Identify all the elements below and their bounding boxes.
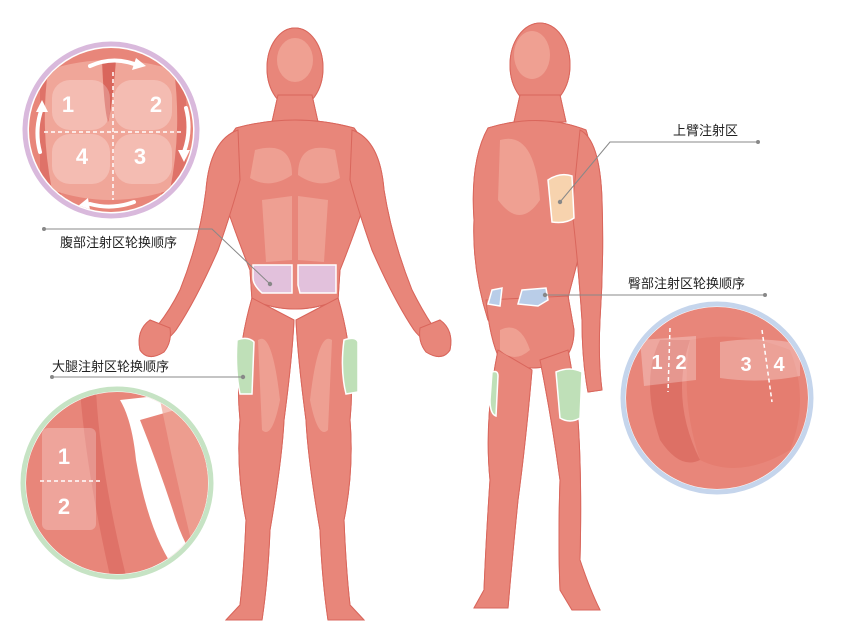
back-thigh-zone-left bbox=[489, 370, 499, 418]
back-thigh-zone-right bbox=[555, 368, 583, 422]
abdomen-num-2: 2 bbox=[150, 92, 162, 117]
buttock-num-1: 1 bbox=[651, 352, 662, 374]
abdomen-zone-right bbox=[297, 264, 337, 294]
upper-arm-zone bbox=[547, 173, 575, 224]
thigh-num-1: 1 bbox=[58, 444, 70, 469]
upper-arm-label: 上臂注射区 bbox=[673, 123, 739, 138]
buttock-zoom-circle: 1 2 3 4 bbox=[620, 301, 814, 495]
abdomen-zone-left bbox=[252, 264, 293, 294]
abdomen-zoom-circle: 1 2 3 4 bbox=[22, 41, 200, 219]
abdomen-num-4: 4 bbox=[76, 144, 89, 169]
thigh-zone-left bbox=[235, 337, 255, 395]
buttock-num-4: 4 bbox=[773, 354, 785, 376]
abdomen-rotation-label: 腹部注射区轮换顺序 bbox=[60, 235, 178, 250]
thigh-num-2: 2 bbox=[58, 494, 70, 519]
front-body-figure bbox=[139, 28, 451, 620]
buttock-rotation-label: 臀部注射区轮换顺序 bbox=[628, 276, 746, 291]
callout-lines bbox=[44, 141, 765, 378]
buttock-num-3: 3 bbox=[740, 354, 751, 376]
abdomen-num-3: 3 bbox=[134, 144, 146, 169]
thigh-zoom-circle: 1 2 bbox=[20, 386, 214, 580]
thigh-zone-right bbox=[341, 337, 359, 395]
buttock-num-2: 2 bbox=[675, 352, 686, 374]
buttock-zone-left bbox=[487, 287, 503, 307]
thigh-rotation-label: 大腿注射区轮换顺序 bbox=[52, 359, 170, 374]
abdomen-num-1: 1 bbox=[62, 92, 74, 117]
back-body-figure bbox=[473, 23, 602, 610]
buttock-zone-right bbox=[517, 287, 549, 307]
